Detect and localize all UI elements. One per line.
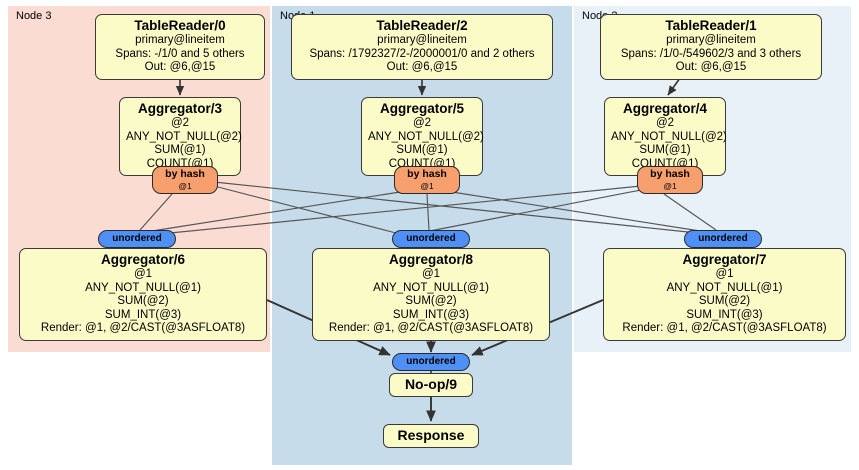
plan-node-detail: Out: @6,@15 [144, 61, 216, 73]
plan-node-title: TableReader/1 [665, 18, 757, 33]
plan-node-detail: SUM_INT(@3) [392, 308, 470, 321]
plan-node-detail: ANY_NOT_NULL(@1) [85, 281, 201, 294]
plan-node-detail: ANY_NOT_NULL(@1) [666, 281, 783, 294]
router-label: by hash [407, 168, 447, 180]
plan-node-title: Aggregator/8 [388, 252, 473, 267]
plan-node-title: Aggregator/4 [622, 101, 707, 116]
plan-node-detail: Out: @6,@15 [675, 61, 747, 73]
plan-node-title: Aggregator/3 [137, 101, 222, 116]
plan-node-detail: ANY_NOT_NULL(@2) [611, 130, 727, 143]
plan-node-detail: Spans: -/1/0 and 5 others [115, 47, 245, 60]
plan-node-detail: @1 [421, 268, 441, 280]
plan-node-aggregator3[interactable]: Aggregator/3 @2 ANY_NOT_NULL(@2) SUM(@1)… [119, 97, 242, 176]
plan-node-tablereader1[interactable]: TableReader/1 primary@lineitem Spans: /1… [600, 14, 822, 80]
plan-node-detail: Spans: /1/0-/549602/3 and 3 others [620, 47, 802, 60]
router-label: by hash [165, 168, 205, 180]
plan-node-detail: SUM(@2) [405, 295, 457, 307]
plan-node-title: TableReader/2 [376, 18, 468, 33]
plan-node-detail: primary@lineitem [666, 34, 756, 46]
router-by-hash[interactable]: by hash @1 [394, 166, 460, 194]
router-by-hash[interactable]: by hash @1 [152, 166, 218, 194]
plan-node-detail: Spans: /1792327/2-/2000001/0 and 2 other… [309, 47, 535, 60]
plan-node-detail: ANY_NOT_NULL(@1) [373, 281, 489, 294]
plan-node-tablereader2[interactable]: TableReader/2 primary@lineitem Spans: /1… [291, 14, 553, 80]
plan-node-noop[interactable]: No-op/9 [389, 373, 473, 397]
plan-node-detail: @1 [133, 268, 153, 280]
plan-node-detail: SUM(@1) [639, 144, 691, 156]
plan-node-detail: ANY_NOT_NULL(@2) [368, 130, 484, 143]
plan-node-title: Aggregator/5 [379, 101, 464, 116]
plan-node-title: Aggregator/7 [682, 252, 767, 267]
plan-node-aggregator5[interactable]: Aggregator/5 @2 ANY_NOT_NULL(@2) SUM(@1)… [361, 97, 484, 176]
plan-node-render: Render: @1, @2/CAST(@3ASFLOAT8) [328, 322, 534, 334]
synchronizer-unordered[interactable]: unordered [392, 230, 470, 248]
plan-node-response[interactable]: Response [383, 424, 479, 448]
plan-node-detail: @2 [412, 117, 432, 129]
router-label: by hash [650, 168, 690, 180]
plan-node-detail: primary@lineitem [377, 34, 467, 46]
router-by-hash[interactable]: by hash @1 [637, 166, 703, 194]
router-column: @1 [178, 180, 192, 191]
plan-node-detail: SUM(@1) [396, 144, 448, 156]
plan-node-detail: SUM_INT(@3) [104, 308, 182, 321]
plan-node-aggregator8[interactable]: Aggregator/8 @1 ANY_NOT_NULL(@1) SUM(@2)… [312, 248, 550, 341]
plan-node-detail: ANY_NOT_NULL(@2) [126, 130, 242, 143]
plan-node-detail: SUM_INT(@3) [686, 308, 763, 321]
plan-node-tablereader0[interactable]: TableReader/0 primary@lineitem Spans: -/… [95, 14, 265, 80]
synchronizer-unordered-final[interactable]: unordered [392, 353, 470, 371]
synchronizer-unordered[interactable]: unordered [684, 230, 762, 248]
plan-node-title: Aggregator/6 [100, 252, 185, 267]
node-region-label: Node 3 [16, 10, 52, 22]
plan-node-aggregator6[interactable]: Aggregator/6 @1 ANY_NOT_NULL(@1) SUM(@2)… [19, 248, 267, 341]
plan-node-detail: @2 [655, 117, 675, 129]
router-column: @1 [663, 180, 677, 191]
plan-node-render: Render: @1, @2/CAST(@3ASFLOAT8) [40, 322, 246, 334]
plan-node-detail: SUM(@1) [154, 144, 206, 156]
plan-node-title: TableReader/0 [134, 18, 226, 33]
plan-node-detail: @2 [170, 117, 190, 129]
synchronizer-unordered[interactable]: unordered [98, 230, 176, 248]
plan-node-detail: Out: @6,@15 [386, 61, 458, 73]
plan-node-aggregator7[interactable]: Aggregator/7 @1 ANY_NOT_NULL(@1) SUM(@2)… [603, 248, 846, 341]
plan-node-render: Render: @1, @2/CAST(@3ASFLOAT8) [622, 322, 827, 334]
plan-node-detail: @1 [715, 268, 734, 280]
plan-node-detail: SUM(@2) [698, 295, 751, 307]
plan-node-detail: primary@lineitem [135, 34, 225, 46]
plan-node-detail: SUM(@2) [117, 295, 169, 307]
router-column: @1 [420, 180, 434, 191]
plan-node-aggregator4[interactable]: Aggregator/4 @2 ANY_NOT_NULL(@2) SUM(@1)… [604, 97, 727, 176]
